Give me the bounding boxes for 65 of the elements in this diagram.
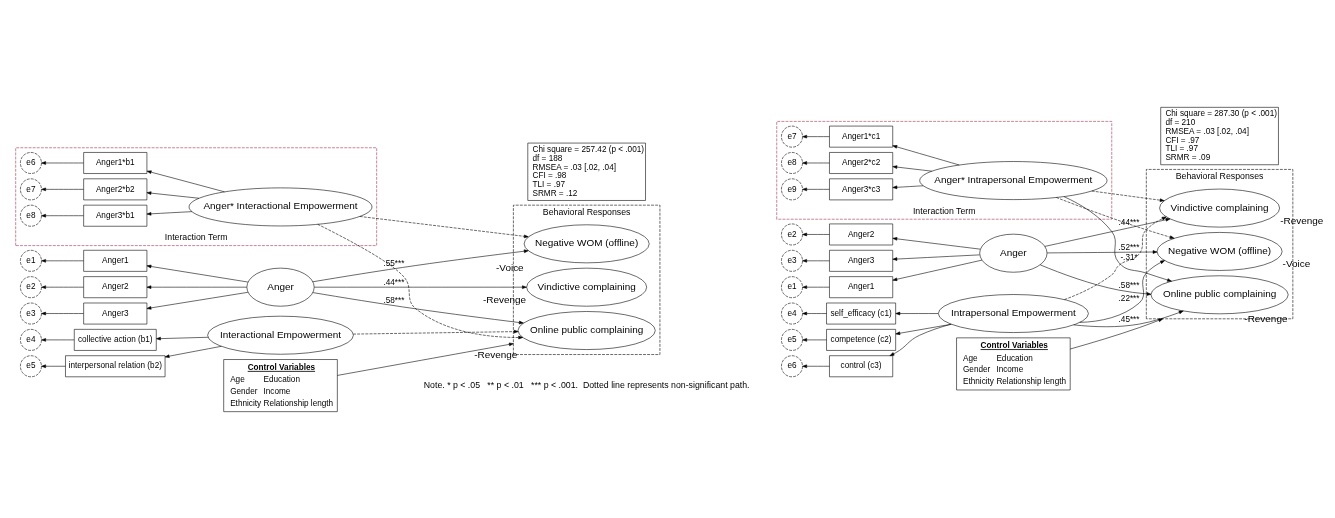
arrow: [41, 364, 66, 368]
arrow: [802, 311, 827, 315]
arrow: [1040, 264, 1152, 296]
arrow: [41, 337, 75, 342]
arrow: [802, 364, 830, 368]
node-label: -Revenge: [1244, 312, 1288, 324]
arrow: [802, 337, 827, 342]
arrow: [146, 284, 248, 289]
node-label: -Voice: [1282, 257, 1311, 269]
arrow: [156, 336, 209, 340]
node-ellipse: Negative WOM (offline): [1156, 231, 1283, 271]
arrow: [41, 284, 84, 289]
arrow: [802, 232, 830, 236]
arrow: [146, 291, 249, 310]
arrow: [892, 254, 980, 261]
arrow: [352, 329, 519, 334]
arrow: [892, 259, 983, 281]
arrow: [802, 258, 830, 263]
label: Note. * p < .05 ** p < .01 *** p < .001. Dotted line represents non-significant path.: [423, 379, 750, 390]
node-ellipse: Anger* Intrapersonal Empowerment: [919, 160, 1108, 200]
node-ellipse: Interactional Empowerment: [207, 315, 354, 355]
node-ellipse: Vindictive complaining: [526, 267, 647, 306]
arrow: [1073, 310, 1184, 327]
arrow: [892, 164, 933, 171]
arrow: [1091, 190, 1165, 202]
node-ellipse: Intrapersonal Empowerment: [938, 293, 1089, 333]
node-label: -Voice: [496, 261, 524, 273]
arrow: [146, 264, 249, 282]
arrow: [359, 215, 529, 238]
arrow: [312, 249, 529, 282]
arrow: [146, 190, 200, 199]
arrow: [1079, 259, 1165, 323]
node-ellipse: Anger: [979, 233, 1048, 273]
arrow: [41, 258, 84, 263]
arrow: [146, 210, 193, 216]
arrow: [1069, 318, 1164, 349]
arrow: [41, 213, 84, 217]
node-label: -Revenge: [474, 348, 518, 360]
arrow: [41, 160, 84, 165]
node-label: -Revenge: [1280, 214, 1324, 226]
arrow: [892, 236, 981, 249]
node-label: -Revenge: [482, 293, 527, 305]
arrow: [314, 284, 527, 289]
arrow: [802, 160, 830, 165]
arrow: [41, 187, 84, 191]
arrow: [889, 323, 952, 356]
arrow: [41, 311, 84, 315]
arrow: [1063, 195, 1172, 282]
arrow: [892, 184, 924, 189]
arrow: [312, 291, 524, 324]
arrow: [1056, 196, 1175, 239]
arrow: [317, 223, 524, 339]
arrow: [1046, 249, 1158, 254]
node-ellipse: Anger* Interactional Empowerment: [188, 187, 373, 226]
arrow: [146, 170, 225, 192]
arrow: [802, 134, 830, 138]
arrow: [1044, 217, 1171, 247]
arrow: [892, 144, 960, 165]
arrow: [802, 187, 830, 191]
arrow: [337, 342, 514, 376]
arrow: [802, 284, 830, 289]
arrow: [895, 311, 939, 315]
arrow: [164, 345, 222, 358]
arrow: [1064, 216, 1167, 300]
node-ellipse: Anger: [246, 267, 315, 306]
